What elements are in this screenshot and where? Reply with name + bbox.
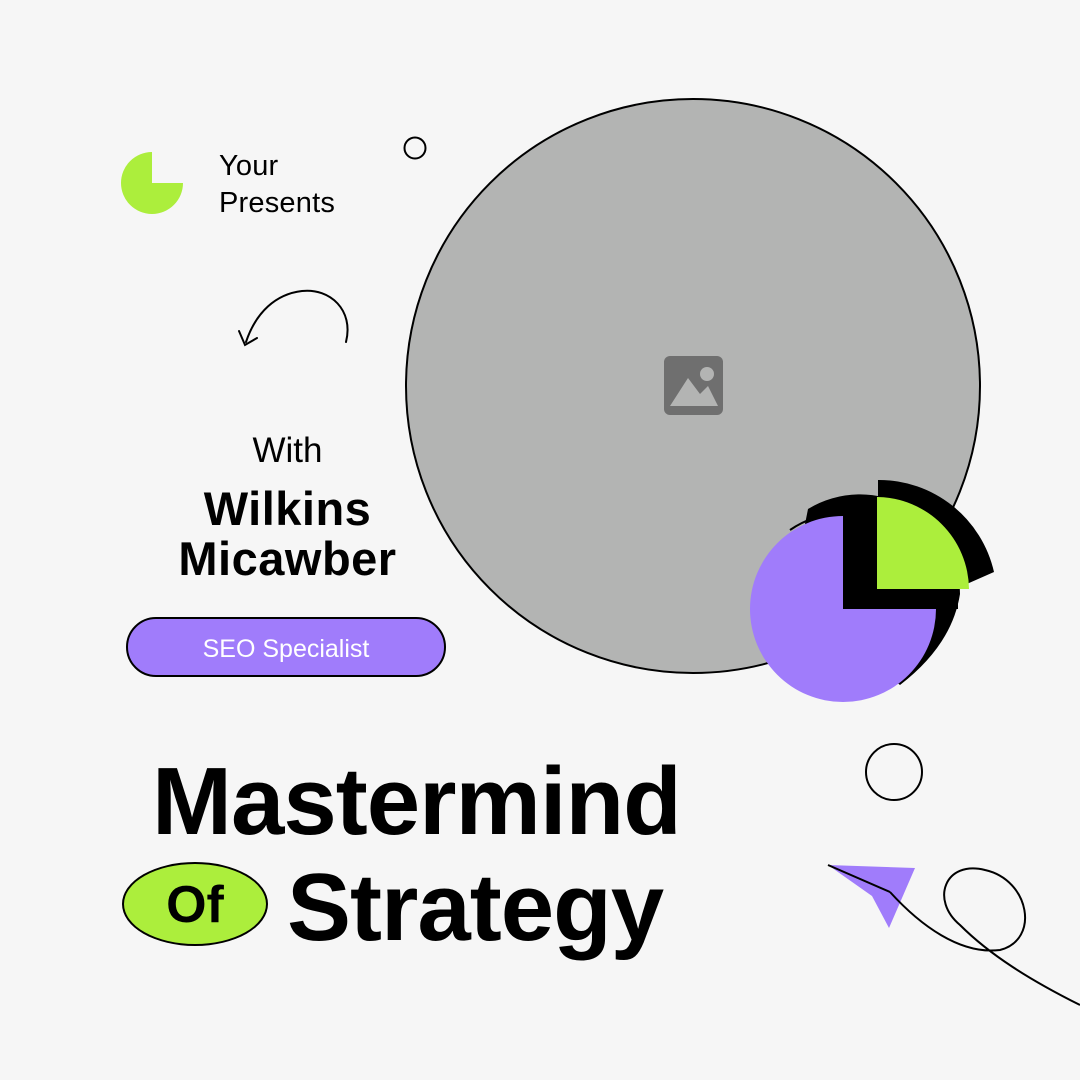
pie-quarter-logo-icon — [121, 152, 183, 214]
presenter-first-name: Wilkins — [203, 482, 372, 535]
headline-connector-badge: Of — [122, 862, 268, 946]
presenter-name: Wilkins Micawber — [90, 484, 485, 584]
brand-line-1: Your — [219, 150, 279, 182]
brand-line-2: Presents — [219, 187, 336, 219]
small-ring-icon — [403, 136, 427, 160]
pie-chart-icon — [750, 479, 994, 702]
paper-plane-icon — [827, 864, 915, 928]
headline-line-2: Strategy — [287, 854, 664, 961]
presenter-last-name: Micawber — [178, 532, 397, 585]
image-placeholder-icon — [664, 356, 723, 415]
flight-path-line — [889, 867, 1080, 1006]
headline-line-1: Mastermind — [152, 748, 682, 855]
brand-label: Your Presents — [219, 148, 335, 222]
role-badge: SEO Specialist — [126, 617, 446, 677]
large-ring-icon — [865, 743, 923, 801]
presenter-intro: With — [252, 431, 323, 470]
curved-arrow-icon — [238, 289, 349, 347]
